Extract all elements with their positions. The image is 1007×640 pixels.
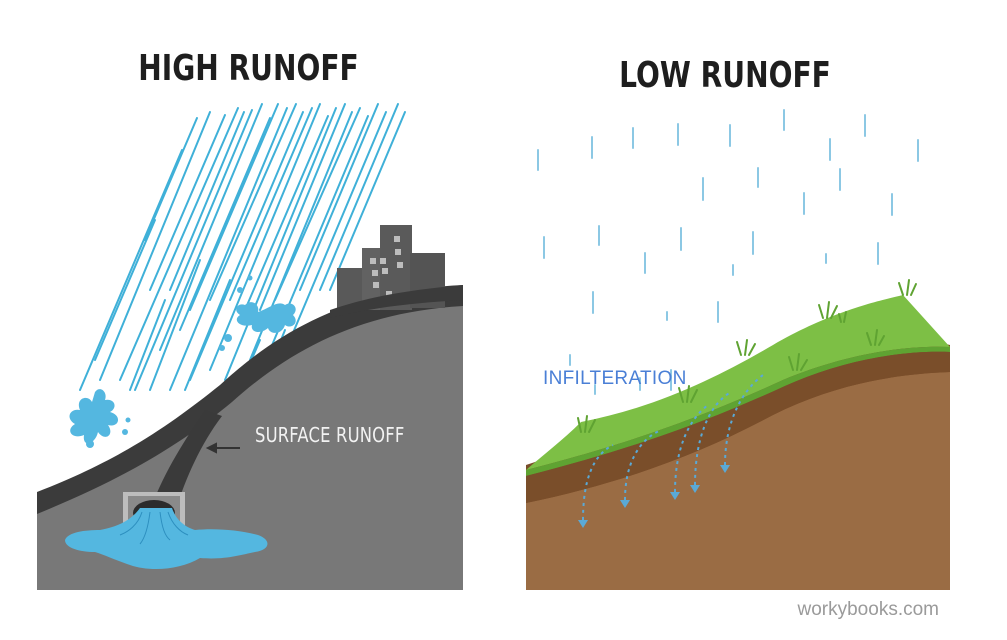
splash-icon <box>69 389 119 444</box>
low-runoff-title: LOW RUNOFF <box>619 55 831 96</box>
subsoil-layer <box>526 350 950 590</box>
puddle-icon <box>65 508 268 570</box>
splash-icon <box>236 302 296 333</box>
infiltration-label: INFILTERATION <box>543 368 687 389</box>
infiltration-arrows-icon <box>582 374 764 521</box>
grass-layer <box>526 295 950 535</box>
heavy-rain-icon <box>79 103 406 391</box>
low-runoff-illustration <box>526 109 950 590</box>
watermark: workybooks.com <box>797 599 940 620</box>
high-runoff-title: HIGH RUNOFF <box>138 48 359 89</box>
low-runoff-panel: LOW RUNOFF INFILTERATION <box>503 0 1007 640</box>
surface-runoff-label: SURFACE RUNOFF <box>255 423 405 447</box>
road-band-icon <box>37 285 463 514</box>
arrow-left-icon <box>205 442 240 454</box>
arrowhead-icon <box>578 465 730 528</box>
light-rain-icon <box>537 109 919 395</box>
grass-tuft-icon <box>577 279 917 433</box>
high-runoff-illustration <box>37 103 463 590</box>
runoff-stream <box>150 410 222 512</box>
high-runoff-panel: HIGH RUNOFF SURFACE RUNOFF <box>0 0 503 640</box>
